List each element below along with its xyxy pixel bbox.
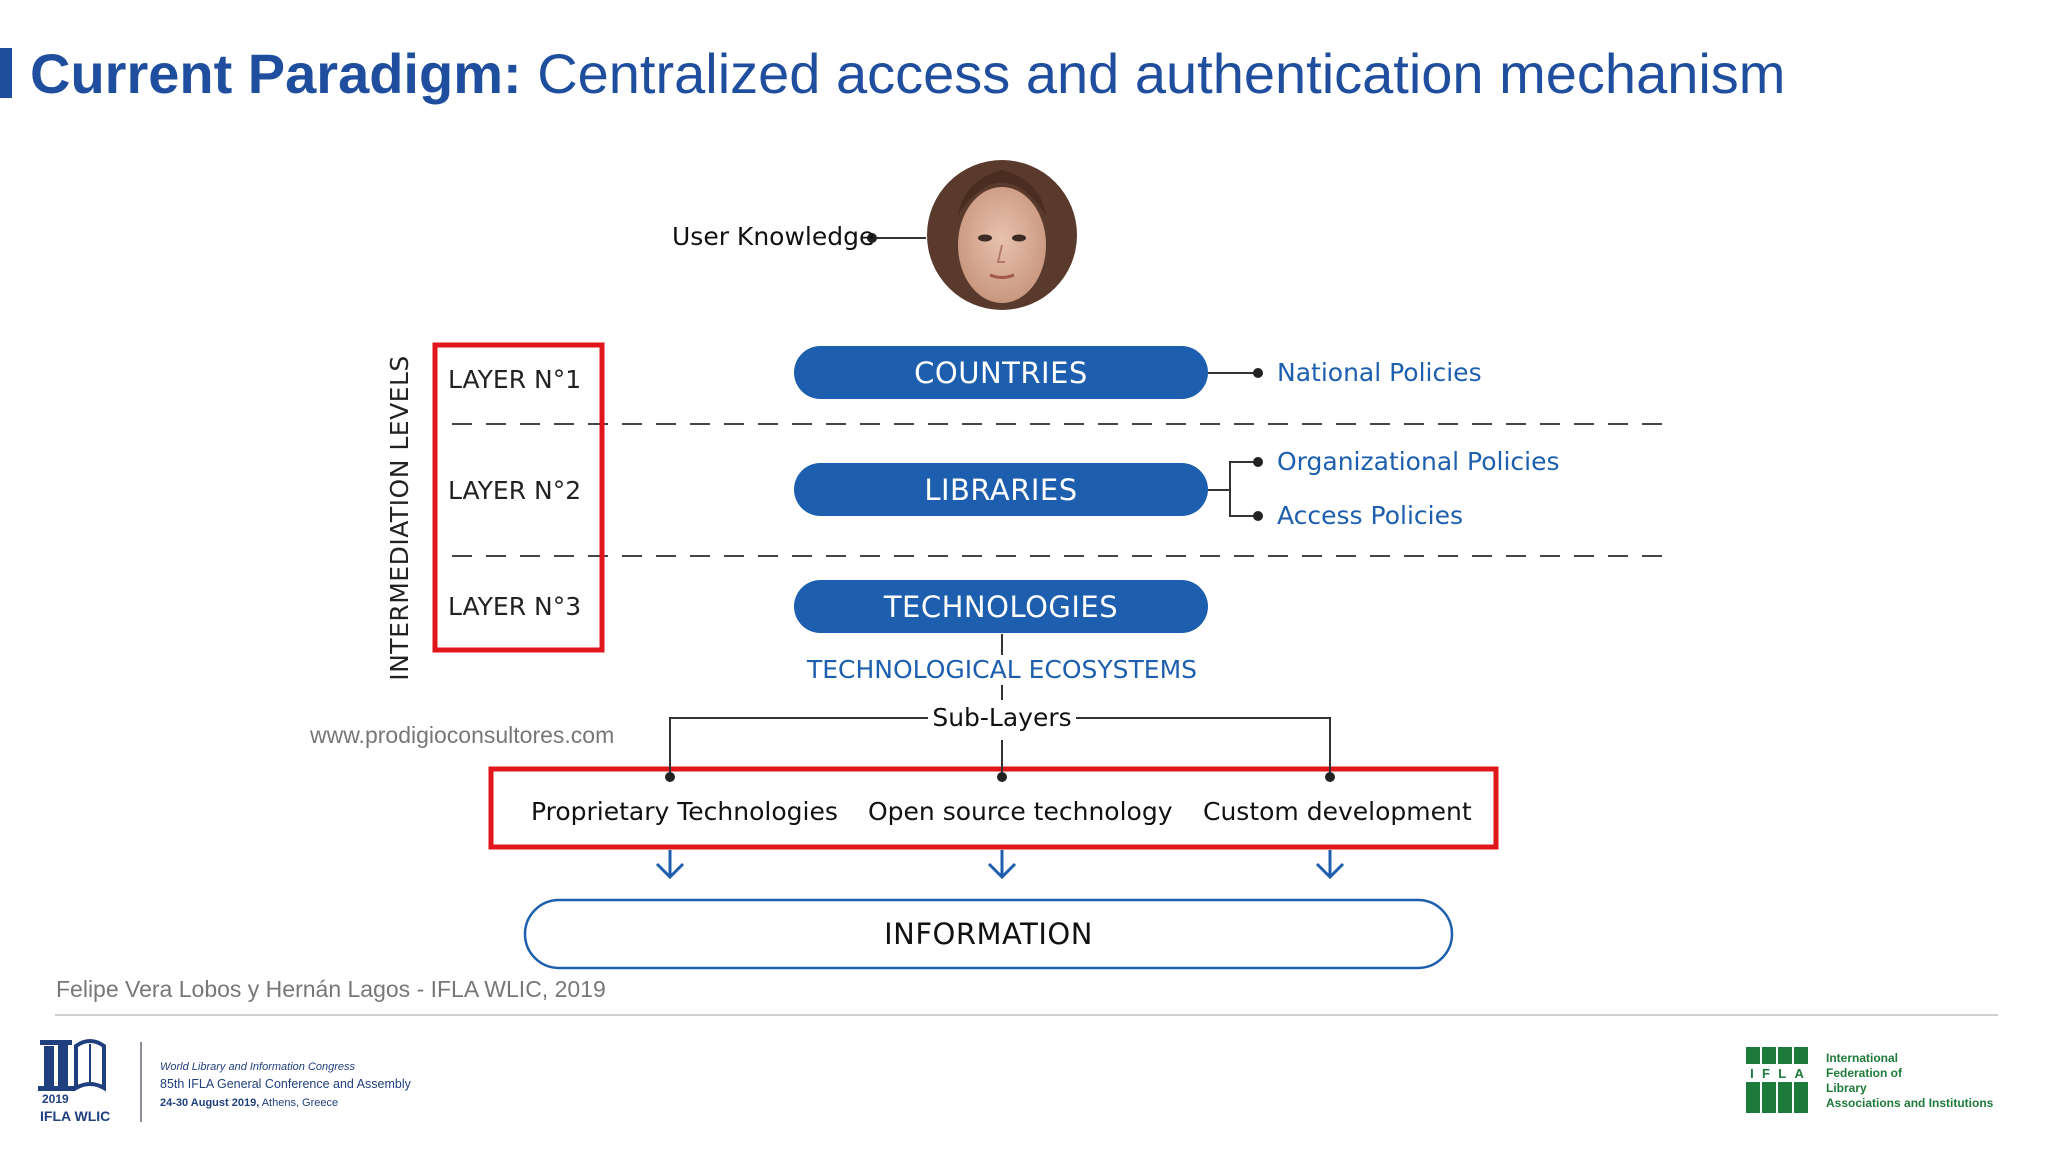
- ifla-line-2: Federation of: [1826, 1066, 1903, 1080]
- ifla-logo-icon: [1745, 1046, 1811, 1114]
- ifla-line-3: Library: [1826, 1081, 1867, 1095]
- wlic-line-1: World Library and Information Congress: [160, 1061, 356, 1073]
- ifla-letters: I F L A: [1746, 1066, 1808, 1081]
- ifla-letter: A: [1794, 1066, 1804, 1081]
- title-accent-bar: [0, 48, 12, 98]
- arrow-down-icon: [655, 850, 685, 880]
- slide-title: Current Paradigm: Centralized access and…: [30, 38, 1785, 111]
- wlic-dates: 24-30 August 2019,: [160, 1097, 260, 1109]
- title-rest: Centralized access and authentication me…: [521, 42, 1786, 105]
- wlic-logo-icon: [38, 1039, 106, 1092]
- tech-ecosystems-text: TECHNOLOGICAL ECOSYSTEMS: [802, 655, 1202, 684]
- sub-layers-label: Sub-Layers: [902, 703, 1102, 732]
- sub-layers-text: Sub-Layers: [928, 703, 1076, 732]
- layer-1-label: LAYER N°1: [448, 365, 582, 394]
- avatar: [927, 160, 1077, 310]
- wlic-year: 2019: [42, 1092, 69, 1106]
- technologies-pill: TECHNOLOGIES: [794, 580, 1208, 633]
- wlic-name: IFLA WLIC: [40, 1108, 111, 1124]
- tech-ecosystems-label: TECHNOLOGICAL ECOSYSTEMS: [702, 655, 1302, 684]
- libraries-pill: LIBRARIES: [794, 463, 1208, 516]
- title-bold: Current Paradigm:: [30, 42, 522, 105]
- information-box: INFORMATION: [884, 917, 1093, 951]
- authors-credit: Felipe Vera Lobos y Hernán Lagos - IFLA …: [56, 976, 606, 1002]
- arrow-down-icon: [987, 850, 1017, 880]
- ifla-letter: F: [1762, 1066, 1770, 1081]
- organizational-policies-label: Organizational Policies: [1277, 447, 1560, 476]
- sub-item-proprietary: Proprietary Technologies: [531, 797, 838, 826]
- ifla-letter: L: [1778, 1066, 1787, 1081]
- intermediation-levels-label: INTERMEDIATION LEVELS: [385, 355, 414, 681]
- sub-item-open-source: Open source technology: [868, 797, 1173, 826]
- ifla-line-1: International: [1826, 1051, 1899, 1065]
- countries-pill: COUNTRIES: [794, 346, 1208, 399]
- user-knowledge-label: User Knowledge: [672, 222, 875, 251]
- arrow-down-icon: [1315, 850, 1345, 880]
- wlic-line-3: 24-30 August 2019, Athens, Greece: [160, 1097, 338, 1109]
- ifla-line-4: Associations and Institutions: [1826, 1096, 1994, 1110]
- layer-2-label: LAYER N°2: [448, 476, 582, 505]
- wlic-line-2: 85th IFLA General Conference and Assembl…: [160, 1077, 411, 1091]
- ifla-name-block: International Federation of Library Asso…: [1826, 1051, 1993, 1111]
- national-policies-label: National Policies: [1277, 358, 1482, 387]
- ifla-letter: I: [1750, 1066, 1754, 1081]
- wlic-location: Athens, Greece: [259, 1097, 339, 1109]
- access-policies-label: Access Policies: [1277, 501, 1463, 530]
- sub-item-custom: Custom development: [1203, 797, 1472, 826]
- website-text: www.prodigioconsultores.com: [310, 722, 615, 748]
- layer-3-label: LAYER N°3: [448, 592, 582, 621]
